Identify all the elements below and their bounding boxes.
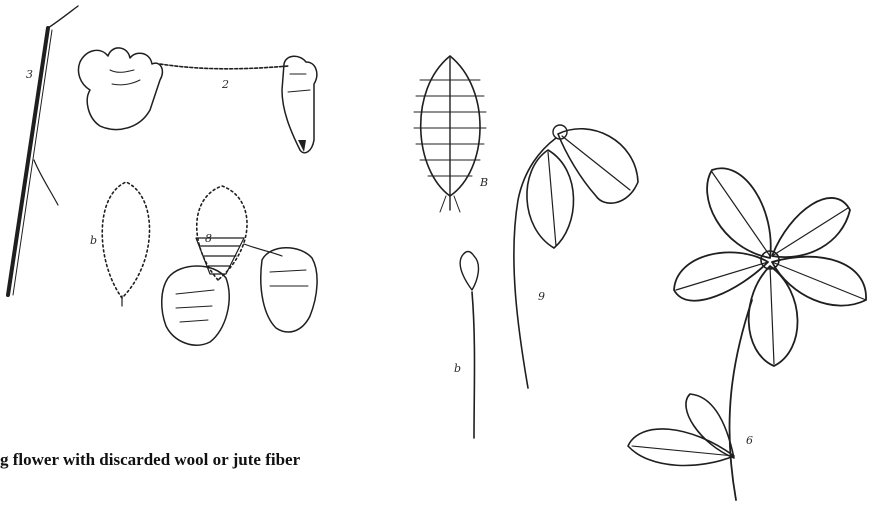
figure-label-B: B [479,176,488,189]
figure-label-b-loop: b [90,234,97,247]
figure-label-9: 9 [538,290,545,303]
leaf-icon [628,394,734,465]
petal-icon [414,56,486,212]
needle-icon [8,6,78,295]
figure-label-6: 6 [746,434,753,447]
petal-outline-loop [102,182,149,298]
hand-icon [162,266,229,345]
figure-label-b-bud: b [454,362,461,375]
twisted-fiber [160,64,288,69]
stem-icon [460,252,478,439]
hand-icon [282,56,317,153]
figure-label-8: 8 [205,232,212,245]
stem-icon [514,125,638,388]
hand-icon [78,48,162,130]
flower-icon [674,168,866,500]
figure-label-3: 3 [26,68,33,81]
figure-caption: g flower with discarded wool or jute fib… [0,450,300,470]
hand-icon [261,248,317,332]
figure-label-2: 2 [221,78,229,91]
